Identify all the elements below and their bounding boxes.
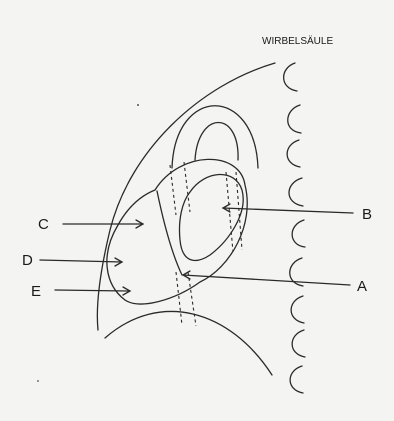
vertebra-8 [292, 330, 305, 357]
pointer-arrows [40, 204, 353, 295]
heart-outline [107, 159, 247, 304]
vessel-dash-5 [176, 272, 182, 325]
arrow-a-line [183, 275, 350, 285]
ink-speck [137, 104, 139, 106]
label-a: A [357, 278, 367, 295]
aortic-arch-inner [195, 123, 238, 161]
inner-chamber [179, 174, 243, 260]
aortic-arch-outer [172, 106, 258, 168]
vertebra-3 [287, 140, 300, 167]
vertebra-5 [292, 220, 305, 247]
arrow-e-line [55, 290, 130, 291]
vessel-dash-2 [184, 162, 190, 212]
vessel-dash-6 [188, 272, 196, 326]
ventricle-line [157, 191, 182, 275]
label-e: E [31, 283, 41, 300]
arrow-b-line [223, 208, 353, 213]
vertebra-2 [288, 105, 301, 133]
arrow-d-line [40, 260, 122, 262]
label-c: C [38, 216, 49, 233]
vertebra-4 [289, 178, 303, 206]
label-b: B [362, 206, 372, 223]
vertebrae-column [284, 63, 305, 393]
vertebra-9 [290, 366, 303, 393]
spine-title: WIRBELSÄULE [262, 35, 333, 47]
vertebra-7 [291, 296, 304, 323]
chest-wall-outline [97, 63, 275, 330]
vertebra-1 [284, 63, 297, 91]
diaphragm-outline [105, 311, 272, 375]
ink-speck [37, 380, 39, 382]
vessel-dash-1 [170, 165, 176, 215]
label-d: D [22, 252, 33, 269]
